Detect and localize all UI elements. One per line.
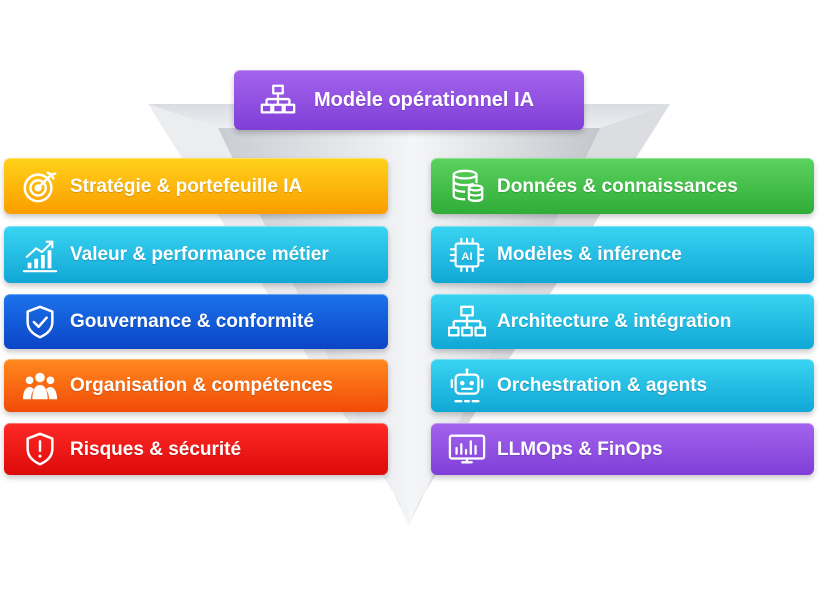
header-label: Modèle opérationnel IA	[314, 89, 535, 111]
card-strategie-portefeuille: Stratégie & portefeuille IA	[4, 158, 388, 214]
card-risques-securite: Risques & sécurité	[4, 423, 388, 475]
card-label: Orchestration & agents	[497, 375, 708, 396]
shield-alert-icon	[20, 429, 60, 469]
database-icon	[447, 166, 487, 206]
card-label: Risques & sécurité	[70, 438, 242, 460]
card-label: Architecture & intégration	[497, 311, 732, 332]
card-modeles-inference: AI Modèles & inférence	[431, 226, 814, 283]
card-label: Modèles & inférence	[497, 244, 682, 265]
card-gouvernance-conformite: Gouvernance & conformité	[4, 294, 388, 349]
ai-chip-icon: AI	[447, 235, 487, 275]
shield-check-icon	[20, 302, 60, 342]
growth-chart-icon	[20, 235, 60, 275]
card-label: Valeur & performance métier	[70, 244, 329, 265]
card-llmops-finops: LLMOps & FinOps	[431, 423, 814, 475]
card-label: Gouvernance & conformité	[70, 311, 314, 332]
card-label: Données & connaissances	[497, 175, 738, 197]
org-chart-icon	[258, 80, 298, 120]
network-icon	[447, 302, 487, 342]
header-card: Modèle opérationnel IA	[234, 70, 584, 130]
card-valeur-performance: Valeur & performance métier	[4, 226, 388, 283]
monitor-chart-icon	[447, 429, 487, 469]
card-label: Organisation & compétences	[70, 375, 333, 396]
card-organisation-competences: Organisation & compétences	[4, 359, 388, 412]
card-label: Stratégie & portefeuille IA	[70, 175, 303, 197]
robot-icon	[447, 366, 487, 406]
card-architecture-integration: Architecture & intégration	[431, 294, 814, 349]
target-icon	[20, 166, 60, 206]
card-donnees-connaissances: Données & connaissances	[431, 158, 814, 214]
card-label: LLMOps & FinOps	[497, 438, 663, 460]
ai-chip-text: AI	[461, 250, 472, 262]
team-icon	[20, 366, 60, 406]
card-orchestration-agents: Orchestration & agents	[431, 359, 814, 412]
